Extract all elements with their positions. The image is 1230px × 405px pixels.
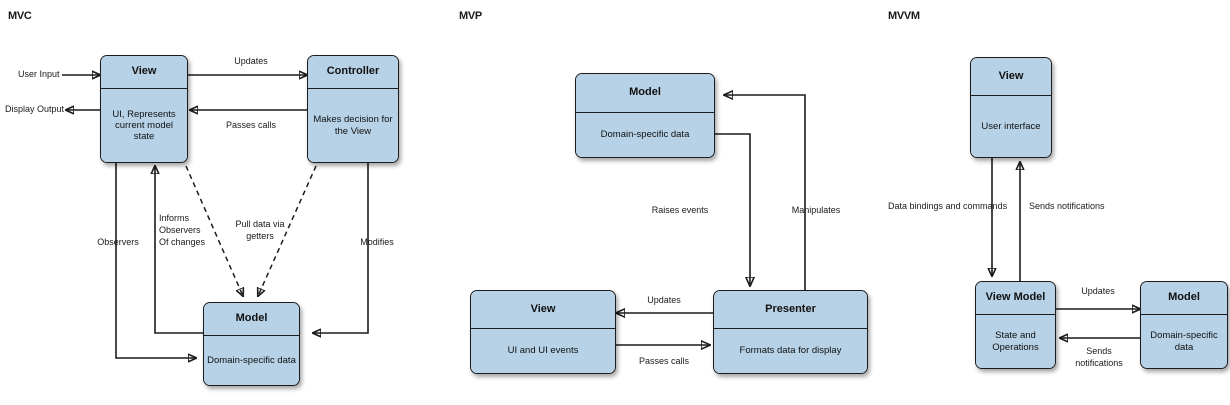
mvvm-diagram-panel: MVVM View User interface View Model Stat… <box>888 0 1230 405</box>
mvc-model-head: Model <box>204 303 299 336</box>
mvp-title: MVP <box>459 10 482 22</box>
mvc-view-box[interactable]: View UI, Represents current model state <box>100 55 188 163</box>
mvvm-view-model-body: State and Operations <box>976 315 1055 368</box>
mvvm-label-updates: Updates <box>1081 286 1115 296</box>
mvc-model-box[interactable]: Model Domain-specific data <box>203 302 300 386</box>
mvp-view-box[interactable]: View UI and UI events <box>470 290 616 374</box>
mvc-label-pull-data: Pull data via getters <box>235 219 285 242</box>
mvvm-label-sends-notifications-model: Sends notifications <box>1075 346 1123 369</box>
mvvm-title: MVVM <box>888 10 920 22</box>
mvc-title: MVC <box>8 10 32 22</box>
mvc-view-head: View <box>101 56 187 89</box>
mvc-label-passes-calls: Passes calls <box>225 120 277 130</box>
mvp-label-manipulates: Manipulates <box>791 205 841 215</box>
mvp-model-head: Model <box>576 74 714 113</box>
mvp-presenter-box[interactable]: Presenter Formats data for display <box>713 290 868 374</box>
mvc-label-updates: Updates <box>234 56 268 66</box>
mvp-presenter-head: Presenter <box>714 291 867 329</box>
mvvm-label-sends-notifications-view: Sends notifications <box>1029 201 1105 211</box>
mvc-model-body: Domain-specific data <box>204 336 299 385</box>
mvvm-model-box[interactable]: Model Domain-specific data <box>1140 281 1228 369</box>
mvc-label-modifies: Modifies <box>360 237 394 247</box>
mvvm-model-head: Model <box>1141 282 1227 315</box>
mvp-view-body: UI and UI events <box>471 329 615 373</box>
mvvm-view-body: User interface <box>971 96 1051 157</box>
mvvm-view-model-head: View Model <box>976 282 1055 315</box>
mvp-label-updates: Updates <box>647 295 681 305</box>
mvp-presenter-body: Formats data for display <box>714 329 867 373</box>
mvp-model-box[interactable]: Model Domain-specific data <box>575 73 715 158</box>
mvvm-model-body: Domain-specific data <box>1141 315 1227 368</box>
mvc-controller-box[interactable]: Controller Makes decision for the View <box>307 55 399 163</box>
mvvm-view-head: View <box>971 58 1051 96</box>
mvp-label-passes-calls: Passes calls <box>638 356 690 366</box>
mvvm-view-model-box[interactable]: View Model State and Operations <box>975 281 1056 369</box>
mvc-label-observers: Observers <box>97 237 139 247</box>
mvc-label-user-input: User Input <box>18 69 60 79</box>
mvp-view-head: View <box>471 291 615 329</box>
mvc-controller-head: Controller <box>308 56 398 89</box>
mvc-label-display-output: Display Output <box>5 104 65 114</box>
mvc-controller-body: Makes decision for the View <box>308 89 398 162</box>
mvp-diagram-panel: MVP Model Domain-specific data View UI a… <box>440 0 890 405</box>
mvvm-view-box[interactable]: View User interface <box>970 57 1052 158</box>
mvc-diagram-panel: MVC <box>0 0 440 405</box>
mvp-model-body: Domain-specific data <box>576 113 714 157</box>
mvp-label-raises-events: Raises events <box>651 205 709 215</box>
mvvm-label-data-bindings: Data bindings and commands <box>888 201 1008 211</box>
mvc-view-body: UI, Represents current model state <box>101 89 187 162</box>
mvc-label-informs-observers: Informs Observers Of changes <box>159 213 206 248</box>
